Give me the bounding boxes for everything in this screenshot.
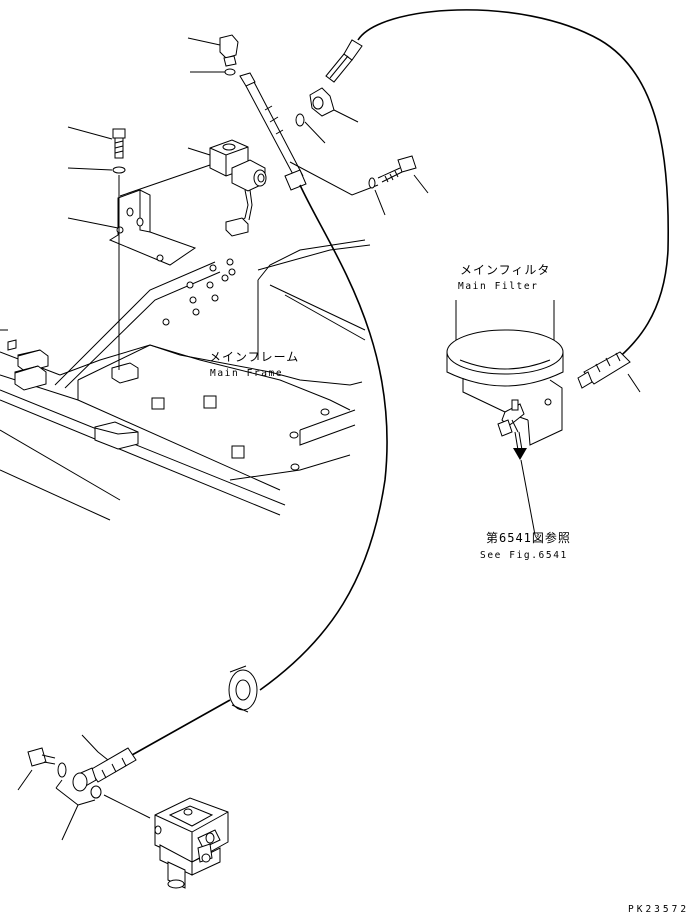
hose-assembly <box>72 9 670 792</box>
upper-fittings <box>219 34 429 216</box>
main-frame-label-jp: メインフレーム <box>209 350 299 364</box>
drawing-code: PK23572 <box>628 904 689 915</box>
lower-valve <box>17 747 229 889</box>
main-frame-structure <box>0 239 371 521</box>
bracket-assembly <box>67 37 267 370</box>
main-filter-label-en: Main Filter <box>458 281 539 292</box>
main-filter <box>446 300 564 536</box>
main-frame-label-en: Main Frame <box>210 368 283 379</box>
main-filter-label-jp: メインフィルタ <box>460 263 550 277</box>
reference-label-en: See Fig.6541 <box>480 550 568 561</box>
reference-label-jp: 第6541図参照 <box>486 530 571 545</box>
